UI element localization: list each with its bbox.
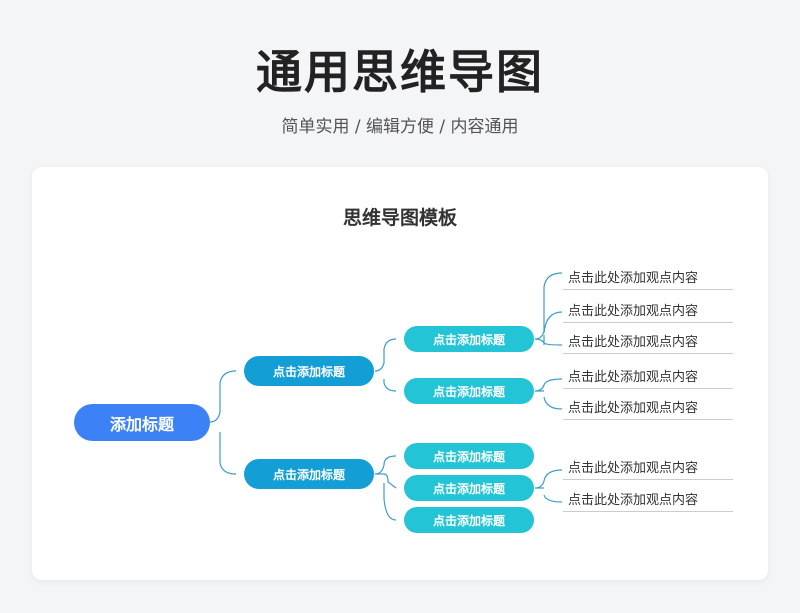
sub-node-2-1[interactable]: 点击添加标题 xyxy=(404,443,534,469)
leaf-item[interactable]: 点击此处添加观点内容 xyxy=(563,369,733,389)
connector-lines xyxy=(209,272,563,521)
leaf-item[interactable]: 点击此处添加观点内容 xyxy=(563,460,733,480)
card-title: 思维导图模板 xyxy=(342,207,457,229)
mindmap-card: 思维导图模板 添加标题 点击添加标题 点击添加标题 点击添加标题 点击添加标题 … xyxy=(32,167,768,580)
sub-node-1-1[interactable]: 点击添加标题 xyxy=(404,326,534,352)
leaf-item[interactable]: 点击此处添加观点内容 xyxy=(563,334,733,354)
leaf-item[interactable]: 点击此处添加观点内容 xyxy=(563,492,733,512)
branch-node-2[interactable]: 点击添加标题 xyxy=(244,459,374,489)
sub-node-1-2[interactable]: 点击添加标题 xyxy=(404,378,534,404)
leaf-item[interactable]: 点击此处添加观点内容 xyxy=(563,303,733,323)
branch-node-1[interactable]: 点击添加标题 xyxy=(244,356,374,386)
leaf-item[interactable]: 点击此处添加观点内容 xyxy=(563,270,733,290)
page-title: 通用思维导图 xyxy=(256,45,544,99)
connector-branch-1 xyxy=(374,338,397,392)
connector-branch-2 xyxy=(374,455,397,521)
page-subtitle: 简单实用 / 编辑方便 / 内容通用 xyxy=(281,117,519,137)
sub-node-2-3[interactable]: 点击添加标题 xyxy=(404,507,534,533)
connector-sub-1 xyxy=(534,272,563,346)
connector-root xyxy=(209,370,237,475)
connector-sub-3 xyxy=(534,469,563,503)
sub-node-2-2[interactable]: 点击添加标题 xyxy=(404,475,534,501)
root-node[interactable]: 添加标题 xyxy=(74,404,210,441)
connector-sub-2 xyxy=(534,378,563,410)
leaf-item[interactable]: 点击此处添加观点内容 xyxy=(563,400,733,420)
